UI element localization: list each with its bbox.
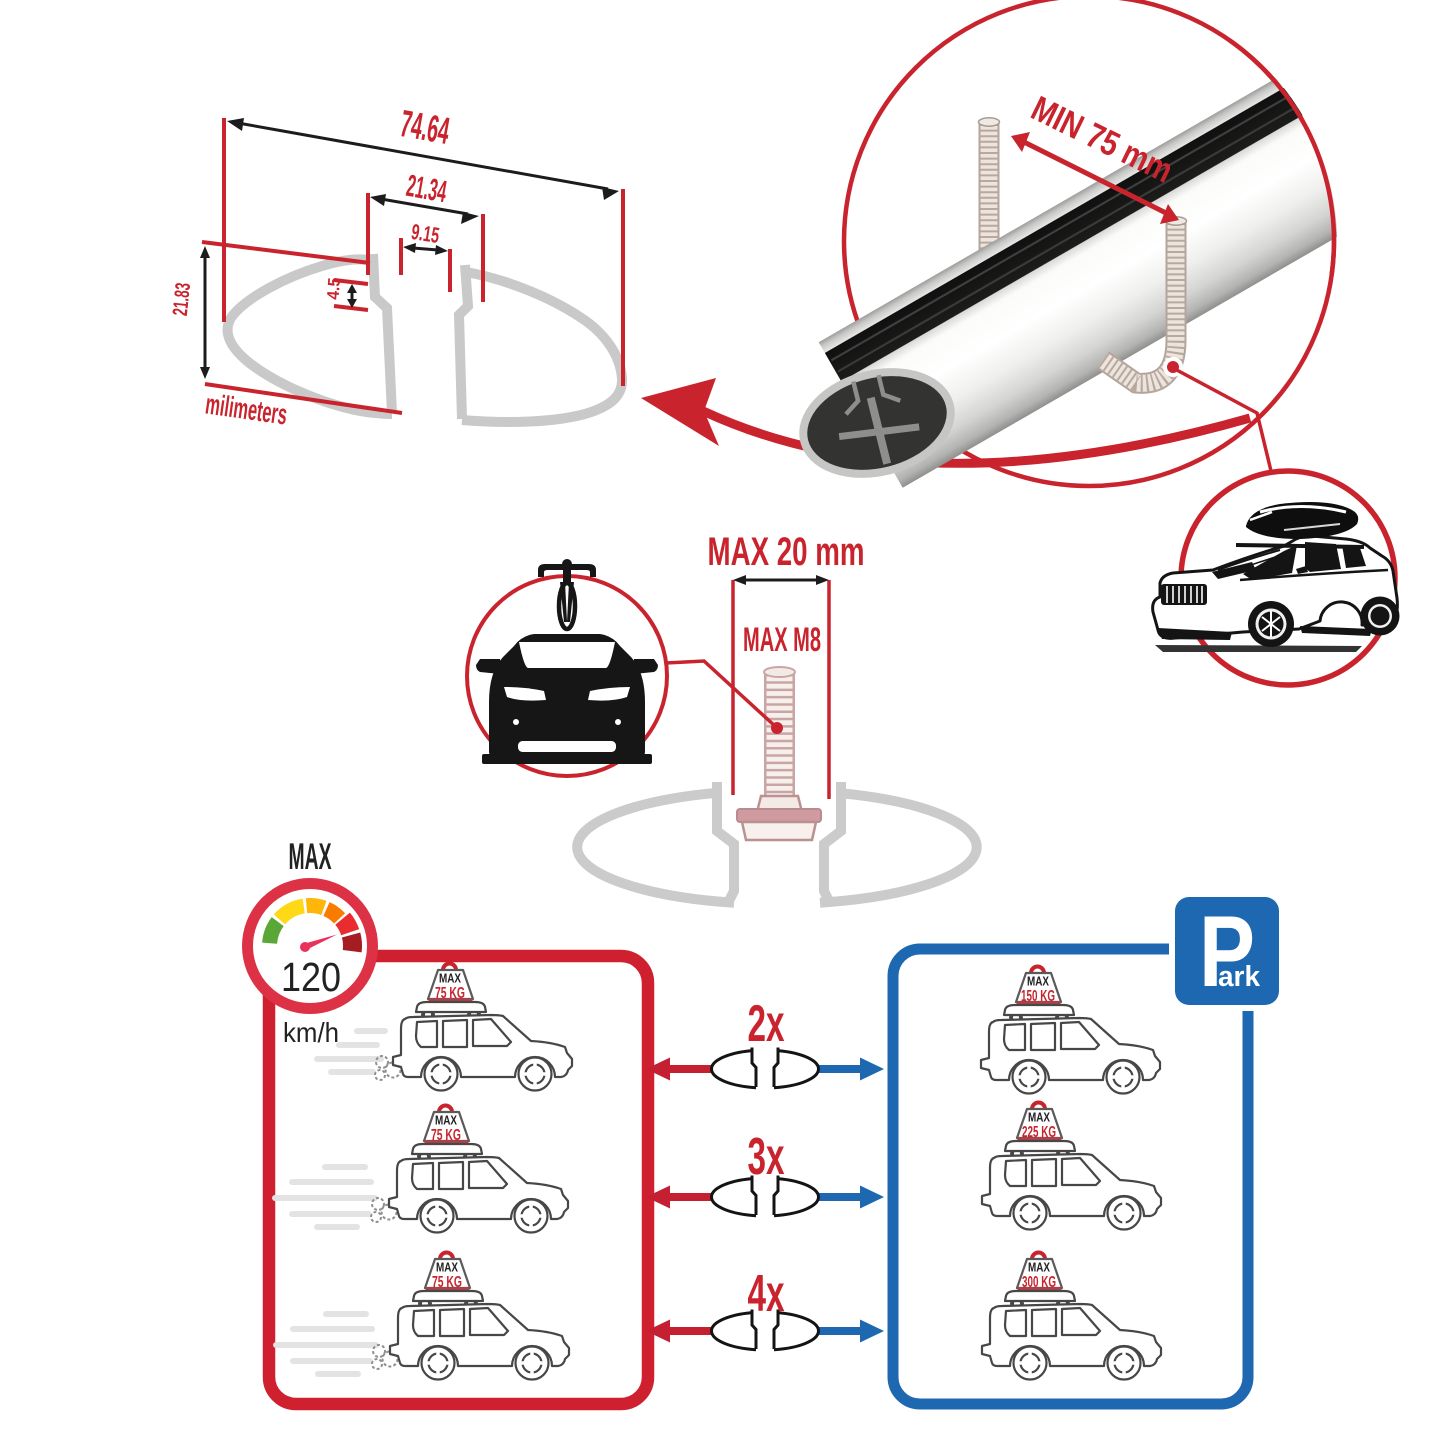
- svg-text:MAX: MAX: [439, 971, 461, 986]
- svg-text:21.83: 21.83: [169, 282, 195, 317]
- svg-text:MAX: MAX: [1028, 1110, 1050, 1125]
- svg-text:MAX 20 mm: MAX 20 mm: [708, 530, 865, 574]
- svg-text:MAX: MAX: [435, 1113, 457, 1128]
- svg-text:4x: 4x: [748, 1265, 785, 1323]
- svg-text:P: P: [1199, 896, 1255, 1008]
- svg-text:km/h: km/h: [283, 1017, 339, 1048]
- svg-text:21.34: 21.34: [404, 168, 450, 209]
- svg-text:MAX M8: MAX M8: [743, 621, 821, 659]
- svg-text:MAX: MAX: [289, 836, 332, 877]
- svg-text:3x: 3x: [748, 1128, 785, 1186]
- svg-text:2x: 2x: [748, 995, 785, 1053]
- svg-text:ark: ark: [1218, 961, 1261, 993]
- svg-text:9.15: 9.15: [410, 219, 442, 248]
- svg-text:MAX: MAX: [1028, 1260, 1050, 1275]
- svg-text:150 KG: 150 KG: [1021, 988, 1055, 1005]
- svg-text:300 KG: 300 KG: [1022, 1274, 1056, 1291]
- svg-text:75 KG: 75 KG: [435, 985, 465, 1002]
- svg-text:74.64: 74.64: [397, 103, 453, 153]
- svg-text:MAX: MAX: [436, 1260, 458, 1275]
- svg-text:120: 120: [281, 954, 341, 1000]
- svg-text:MAX: MAX: [1027, 974, 1049, 989]
- svg-text:225 KG: 225 KG: [1022, 1124, 1056, 1141]
- svg-text:4.5: 4.5: [324, 277, 344, 300]
- svg-text:75 KG: 75 KG: [431, 1127, 461, 1144]
- svg-text:75 KG: 75 KG: [432, 1274, 462, 1291]
